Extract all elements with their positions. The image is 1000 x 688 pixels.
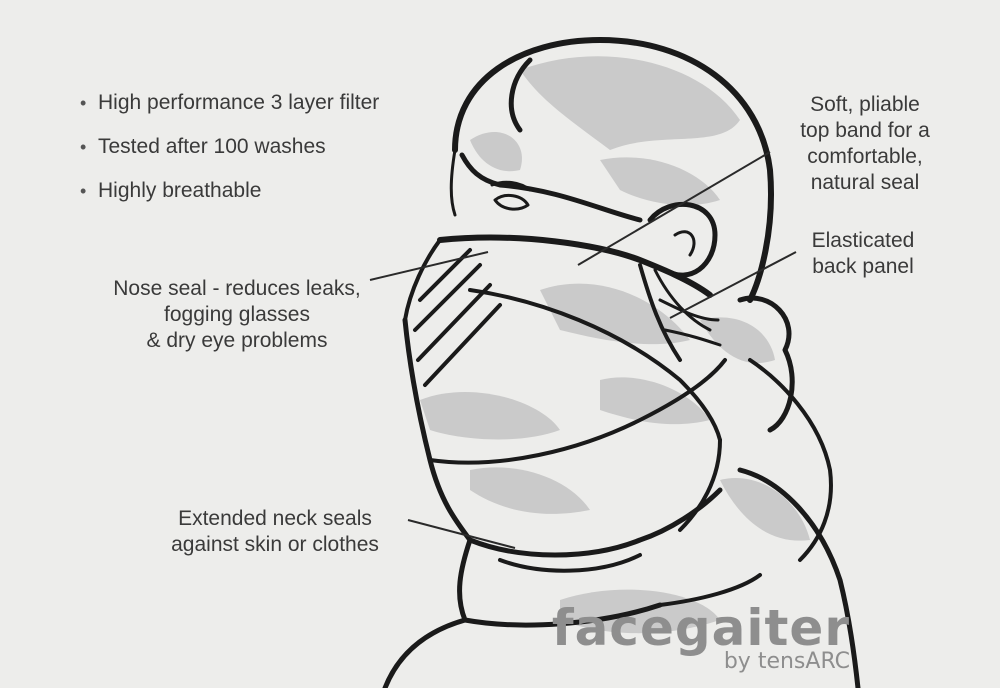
feature-item: Highly breathable [80, 180, 379, 202]
callout-back-panel: Elasticated back panel [788, 228, 938, 280]
feature-item: Tested after 100 washes [80, 136, 379, 158]
brand-logo: facegaiter by tensARC [552, 602, 850, 674]
feature-list: High performance 3 layer filter Tested a… [80, 92, 379, 224]
callout-neck: Extended neck seals against skin or clot… [150, 506, 400, 558]
feature-item: High performance 3 layer filter [80, 92, 379, 114]
brand-name: facegaiter [552, 602, 850, 654]
callout-top-band: Soft, pliable top band for a comfortable… [780, 92, 950, 196]
callout-nose-seal: Nose seal - reduces leaks, fogging glass… [82, 276, 392, 354]
